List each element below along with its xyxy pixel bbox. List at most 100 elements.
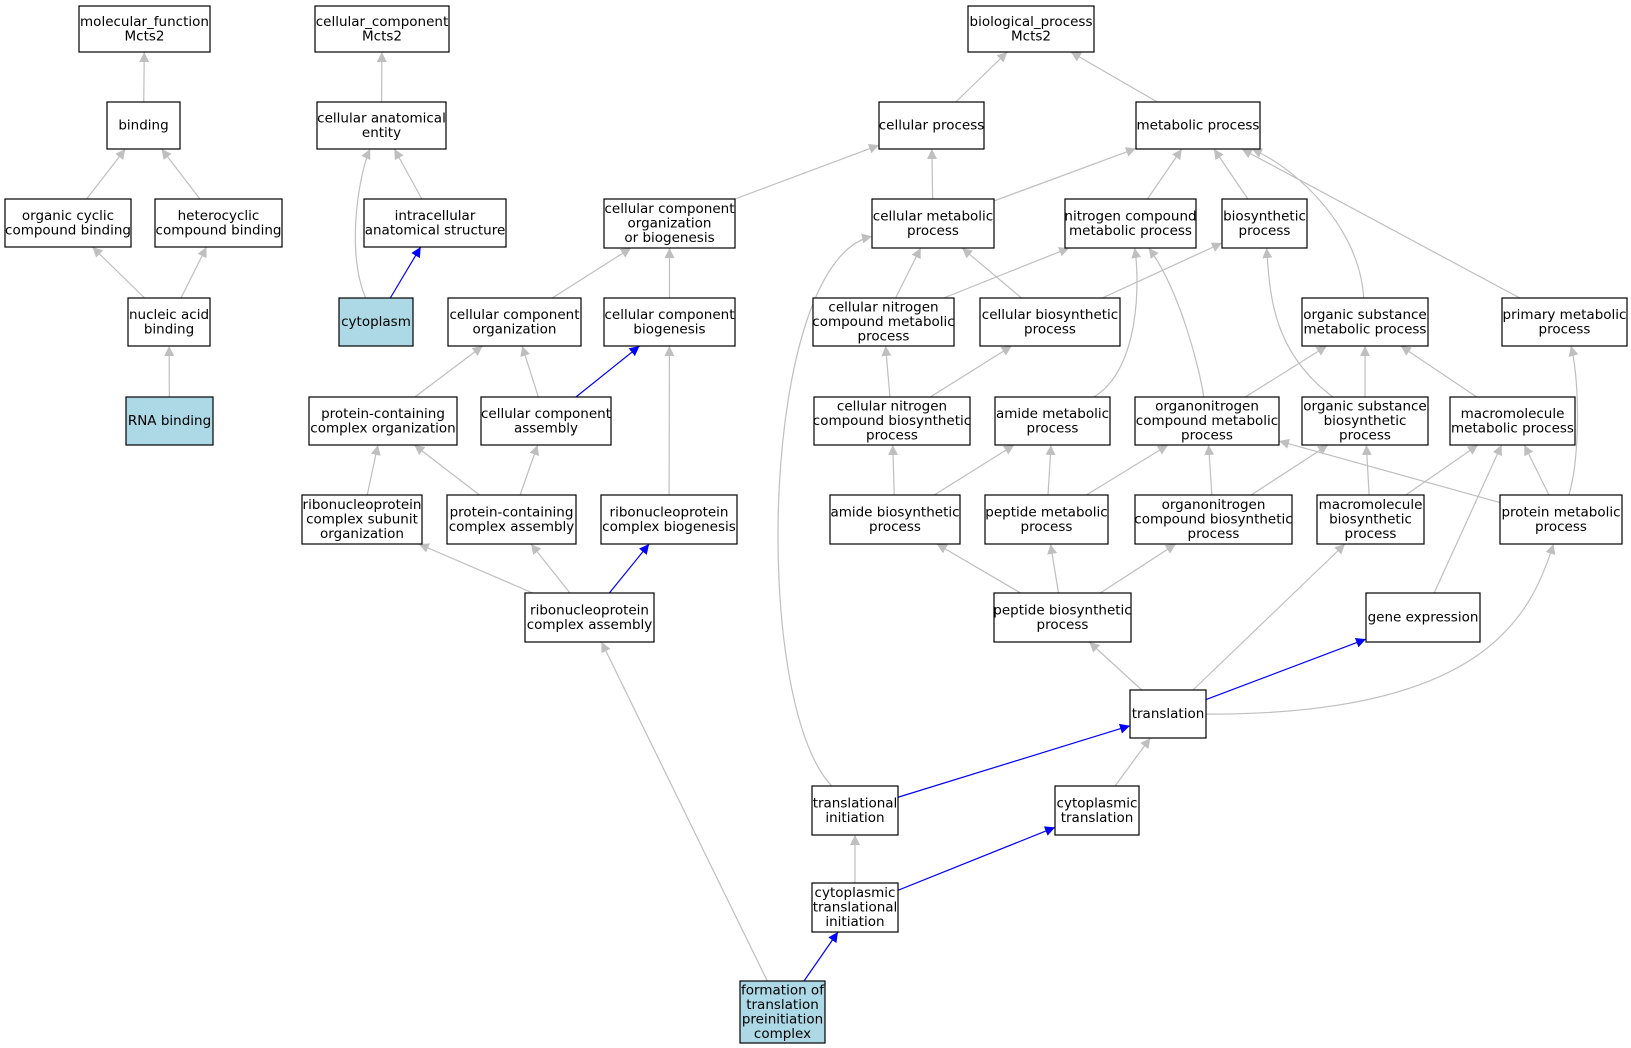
edge-line: [551, 247, 632, 299]
node-box: [1316, 494, 1425, 545]
node-box: [739, 980, 826, 1044]
edge-rnca-to-pcca: [530, 543, 571, 594]
node-label: macromolecule: [1319, 497, 1423, 513]
edge-geneexp-to-mmp: [1433, 444, 1503, 594]
node-label: cellular metabolic: [873, 208, 993, 224]
edge-line: [933, 444, 1015, 496]
node-box: [878, 101, 985, 150]
edge-amp-to-ncmp: [1093, 247, 1142, 398]
edge-cncmp-to-cmp: [895, 247, 922, 299]
node-label: amide metabolic: [996, 406, 1109, 422]
node-label: compound binding: [156, 222, 282, 238]
edge-line: [1405, 444, 1479, 496]
node-label: cellular process: [879, 118, 985, 134]
edge-line: [519, 444, 540, 496]
node-label: process: [1239, 223, 1291, 239]
node-box: [984, 494, 1109, 545]
edge-pcca-to-cca: [519, 444, 540, 496]
node-label: nitrogen compound: [1064, 208, 1196, 224]
edge-mbp-to-mmp: [1405, 444, 1479, 496]
edge-line: [1213, 148, 1249, 200]
edge-protmp-to-oncmp: [1278, 438, 1501, 504]
node-box: [1449, 396, 1576, 446]
node-label: biogenesis: [633, 321, 705, 337]
edge-line: [777, 233, 873, 787]
node-box: [125, 396, 214, 446]
edge-cellproc-to-bp: [955, 51, 1008, 103]
edge-line: [1241, 148, 1521, 299]
edge-pepbp-to-oncbp: [1099, 543, 1177, 594]
node-label: initiation: [825, 810, 884, 826]
node-label: macromolecule: [1461, 406, 1565, 422]
edge-line: [520, 345, 539, 398]
edge-cmp-to-metproc: [993, 147, 1137, 202]
node-box: [1064, 198, 1197, 249]
node-label: formation of: [741, 982, 825, 998]
node-box: [979, 297, 1121, 347]
node-label: binding: [118, 118, 168, 134]
node-label: protein-containing: [321, 406, 445, 422]
edge-line: [895, 247, 922, 299]
node-box: [447, 297, 582, 347]
edge-line: [1433, 444, 1503, 594]
edge-occb-to-binding: [86, 148, 126, 200]
edge-line: [961, 247, 1022, 299]
node-label: cytoplasmic: [815, 885, 896, 901]
node-box: [154, 198, 283, 248]
edge-line: [92, 246, 145, 299]
edge-rnca-to-rncb: [608, 543, 650, 594]
node-label: biosynthetic: [1324, 413, 1407, 429]
node-label: Mcts2: [125, 28, 165, 44]
node-box: [1135, 101, 1261, 150]
node-label: Mcts2: [362, 28, 402, 44]
node-label: cellular component: [604, 201, 734, 217]
edge-osmp-to-metproc: [1251, 148, 1365, 299]
node-label: anatomical structure: [365, 222, 506, 238]
node-label: ribonucleoprotein: [530, 602, 649, 618]
edge-protmp-to-pmp: [1568, 345, 1579, 496]
edge-pepmp-to-amp: [1045, 444, 1056, 496]
node-box: [78, 5, 211, 53]
edge-line: [1146, 148, 1183, 200]
edge-pmp-to-metproc: [1241, 148, 1521, 299]
node-label: compound biosynthetic: [1134, 512, 1292, 528]
node-box: [813, 396, 971, 446]
edge-hccb-to-binding: [161, 148, 201, 200]
node-label: organic cyclic: [22, 208, 114, 224]
node-transl: translation: [1129, 689, 1207, 739]
edge-binding-to-mf: [139, 51, 150, 103]
edge-oncmp-to-ncmp: [1148, 247, 1205, 398]
node-label: process: [1535, 519, 1587, 535]
node-label: biological_process: [970, 14, 1093, 30]
node-box: [480, 396, 612, 446]
edge-line: [414, 345, 483, 398]
node-box: [308, 396, 458, 446]
edge-line: [180, 246, 208, 299]
node-label: cellular component: [481, 406, 611, 422]
node-label: complex assembly: [527, 617, 653, 633]
node-box: [603, 297, 736, 347]
node-box: [871, 198, 995, 249]
node-box: [603, 198, 736, 249]
node-label: process: [1345, 526, 1397, 542]
node-label: process: [1021, 519, 1073, 535]
edge-line: [1262, 247, 1334, 398]
edge-pepmp-to-oncmp: [1086, 444, 1169, 496]
edge-line: [929, 345, 1013, 398]
edge-nab-to-occb: [92, 246, 145, 299]
edge-line: [393, 148, 423, 200]
node-label: cytoplasmic: [1057, 795, 1138, 811]
edge-line: [1244, 345, 1328, 398]
